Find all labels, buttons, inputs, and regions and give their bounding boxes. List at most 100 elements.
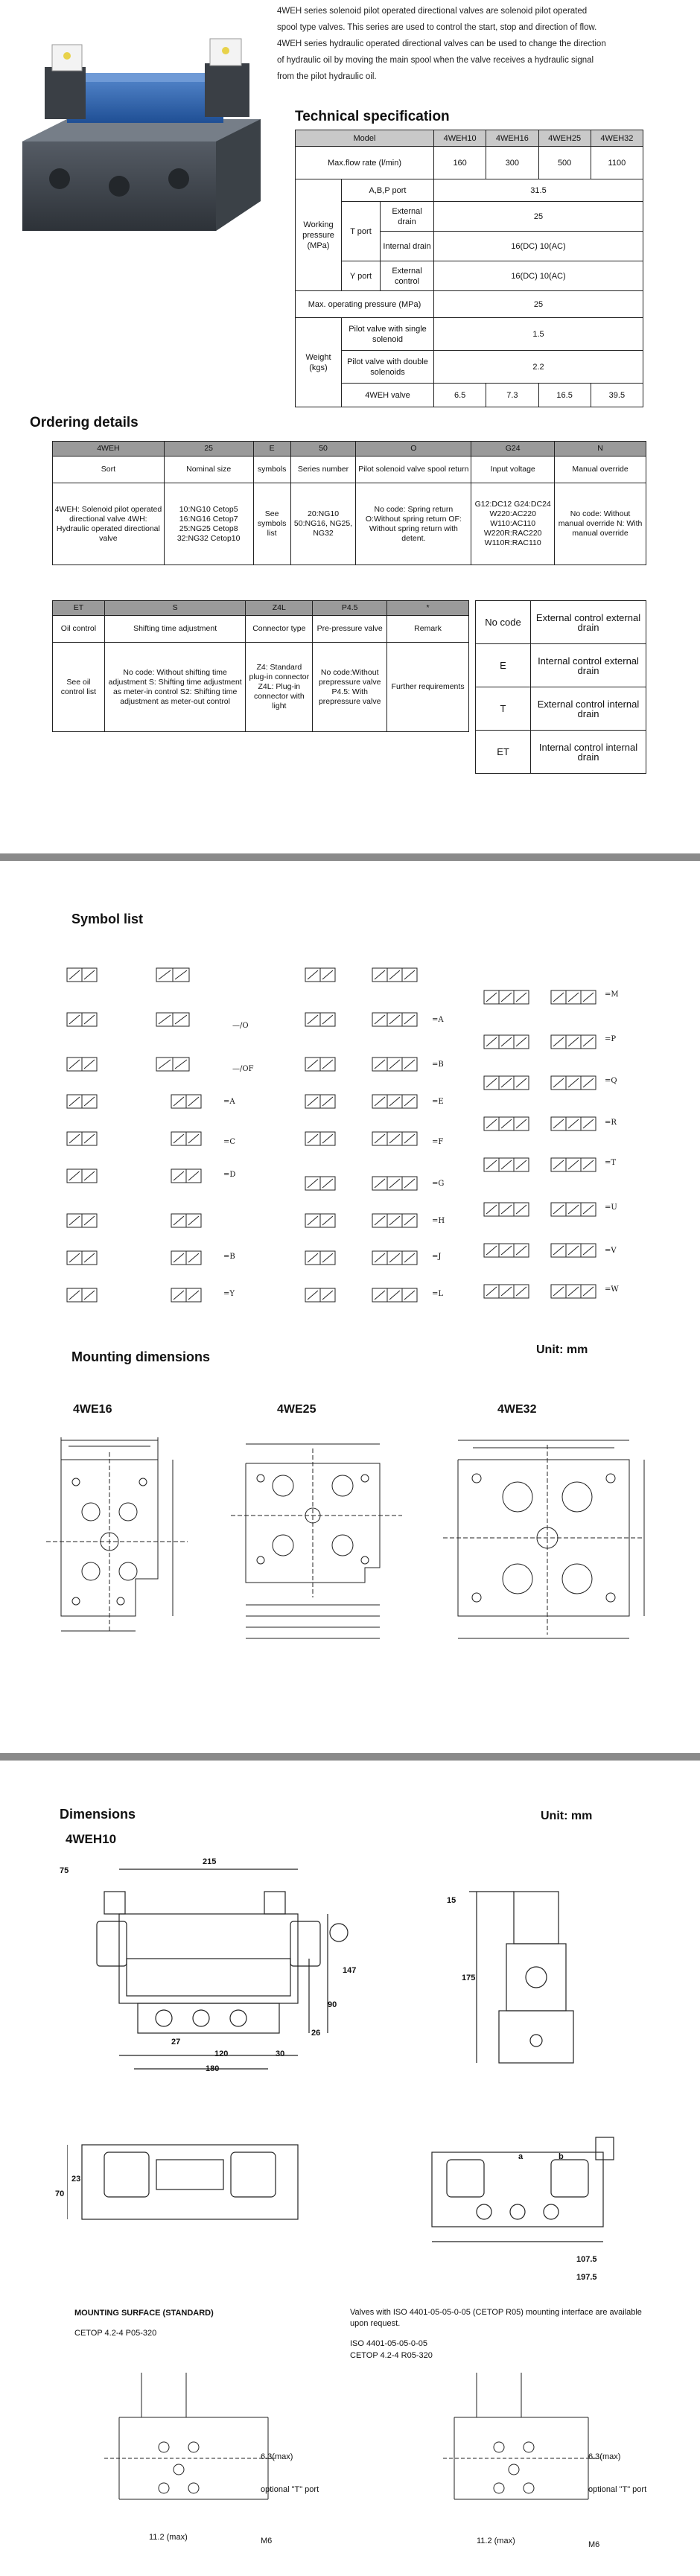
pilot-double-value: 2.2 <box>433 350 643 384</box>
code-cell: E <box>252 441 291 457</box>
max-op-value: 25 <box>433 290 643 318</box>
intro-line: spool type valves. This series are used … <box>277 23 597 32</box>
intro-line: 4WEH series hydraulic operated direction… <box>277 39 606 48</box>
valve-symbol <box>66 1213 98 1228</box>
abp-label: A,B,P port <box>341 179 434 202</box>
mount-label-4we25: 4WE25 <box>277 1403 316 1416</box>
symbol-label: =T <box>605 1159 617 1167</box>
external-drain-label: External drain <box>380 201 434 232</box>
valve-symbol <box>66 1168 98 1183</box>
dim-value: 120 <box>214 2049 229 2058</box>
code-cell: P4.5 <box>312 600 388 616</box>
valve-symbol <box>171 1131 202 1146</box>
intro-line: from the pilot hydraulic oil. <box>277 72 377 81</box>
flow-value: 1100 <box>590 146 644 179</box>
symbol-label: =W <box>605 1285 619 1294</box>
code-cell: 50 <box>290 441 357 457</box>
ordering-table-2: ET S Z4L P4.5 * Oil control Shifting tim… <box>52 600 469 732</box>
valve-symbol <box>171 1094 202 1109</box>
symbol-label: =H <box>432 1217 445 1225</box>
valve-weight-value: 7.3 <box>486 383 539 407</box>
dimension-drawing-side <box>469 1891 574 2064</box>
mount-label-4we32: 4WE32 <box>497 1403 537 1416</box>
oil-desc: External control external drain <box>530 600 646 644</box>
valve-weight-value: 16.5 <box>538 383 591 407</box>
symbol-label: =A <box>432 1016 444 1024</box>
model-col: 4WEH10 <box>433 130 487 147</box>
valve-symbol <box>66 967 98 982</box>
dim-value: 30 <box>276 2049 285 2058</box>
symbol-label: =G <box>432 1180 445 1188</box>
mounting-title: Mounting dimensions <box>71 1349 210 1364</box>
valve-symbol <box>483 1202 529 1217</box>
valve-symbol <box>372 1288 418 1303</box>
oil-code: E <box>475 643 531 687</box>
valve-symbol <box>483 1243 529 1258</box>
section-divider <box>0 853 700 861</box>
mount-drawing-4we16 <box>46 1437 188 1632</box>
valve-symbol <box>550 1284 596 1299</box>
valve-symbol <box>372 1012 418 1027</box>
valve-symbol <box>483 1034 529 1049</box>
tech-spec-table: Model 4WEH10 4WEH16 4WEH25 4WEH32 Max.fl… <box>295 130 644 407</box>
pilot-single-value: 1.5 <box>433 317 643 351</box>
valve-symbol <box>550 1075 596 1090</box>
model-col: 4WEH32 <box>590 130 644 147</box>
weight-label: Weight (kgs) <box>295 317 342 407</box>
mount-drawing-4we25 <box>231 1443 402 1639</box>
dim-value: 90 <box>328 2000 337 2009</box>
valve-symbol <box>156 967 190 982</box>
valve-symbol <box>171 1213 202 1228</box>
symbol-label: =C <box>223 1138 236 1146</box>
valve-weight-value: 6.5 <box>433 383 487 407</box>
valve-symbol <box>305 1250 336 1265</box>
dim-value: 15 <box>447 1896 456 1905</box>
code-cell: N <box>554 441 646 457</box>
header-cell: Input voltage <box>471 456 556 483</box>
sort-options: 4WEH: Solenoid pilot operated directiona… <box>52 483 165 565</box>
header-cell: Nominal size <box>163 456 254 483</box>
dim-63: 6.3(max) <box>588 2452 621 2461</box>
valve-symbol <box>305 1176 336 1191</box>
oil-option: See oil control list <box>52 642 105 732</box>
valve-symbol <box>550 1034 596 1049</box>
oil-desc: Internal control external drain <box>530 643 646 687</box>
dim-value: 215 <box>203 1857 217 1866</box>
valve-symbol <box>66 1012 98 1027</box>
external-control-value: 16(DC) 10(AC) <box>433 261 643 291</box>
oil-code: ET <box>475 730 531 774</box>
symbol-label: =D <box>223 1171 236 1179</box>
prepressure-options: No code:Without prepressure valve P4.5: … <box>312 642 388 732</box>
valve-symbol <box>483 1075 529 1090</box>
header-cell: Manual override <box>554 456 646 483</box>
dim-value: 147 <box>343 1966 357 1975</box>
symbol-label: =P <box>605 1035 617 1043</box>
connector-options: Z4: Standard plug-in connector Z4L: Plug… <box>245 642 314 732</box>
code-cell: S <box>104 600 246 616</box>
dim-value: 175 <box>462 1974 476 1982</box>
dimensions-unit: Unit: mm <box>541 1810 593 1822</box>
valve-symbol <box>171 1250 202 1265</box>
valve-symbol <box>550 1243 596 1258</box>
intro-line: of hydraulic oil by moving the main spoo… <box>277 56 594 65</box>
symbol-label: =R <box>605 1119 617 1127</box>
valve-symbol <box>372 1176 418 1191</box>
valve-symbol <box>171 1168 202 1183</box>
iso-code: ISO 4401-05-05-0-05 <box>350 2339 427 2348</box>
code-cell: G24 <box>471 441 556 457</box>
shifting-options: No code: Without shifting time adjustmen… <box>104 642 246 732</box>
header-cell: symbols <box>252 456 291 483</box>
dimensions-model: 4WEH10 <box>66 1832 117 1846</box>
valve-symbol <box>156 1012 190 1027</box>
symbol-label: =A <box>223 1098 235 1106</box>
mount-label-4we16: 4WE16 <box>73 1403 112 1416</box>
code-cell: O <box>355 441 472 457</box>
t-port-label: T port <box>341 201 381 261</box>
dim-value: 107.5 <box>576 2255 597 2264</box>
oil-desc: External control internal drain <box>530 687 646 731</box>
y-port-label: Y port <box>341 261 381 291</box>
dim-label-a: a <box>518 2152 524 2161</box>
symbol-label: =V <box>605 1247 617 1255</box>
valve-product-photo <box>22 38 261 231</box>
tech-spec-title: Technical specification <box>295 109 450 124</box>
